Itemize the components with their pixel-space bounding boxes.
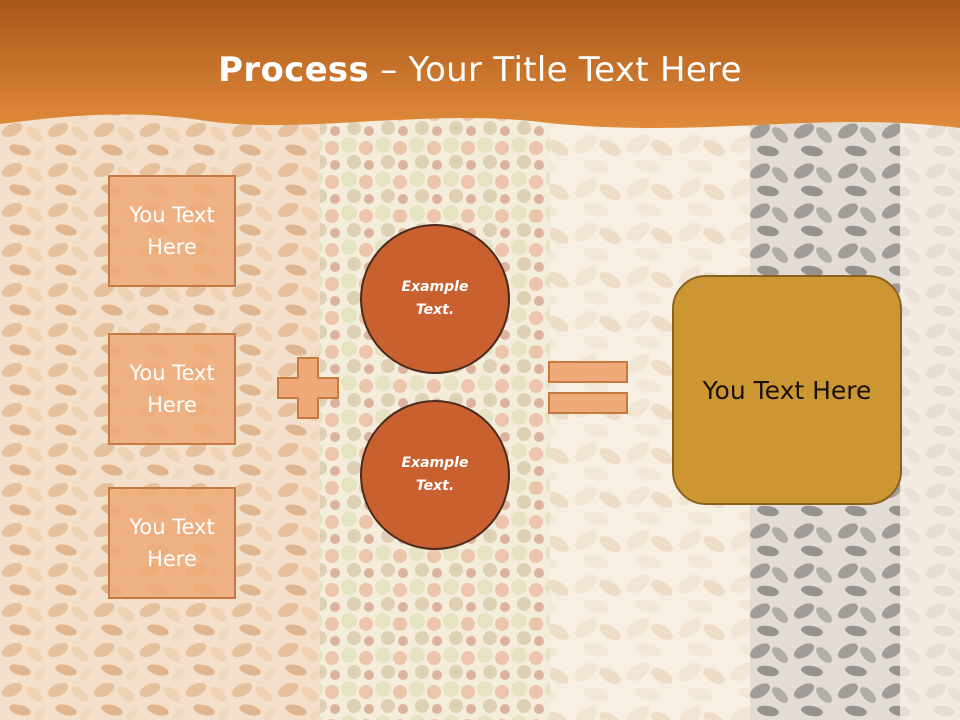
input-box-3[interactable]: You Text Here (108, 487, 236, 599)
title-subtitle: – Your Title Text Here (369, 50, 742, 90)
input-box-label: You Text Here (129, 203, 215, 259)
result-box-label: You Text Here (702, 375, 872, 405)
example-circle-2[interactable]: Example Text. (360, 400, 510, 550)
input-box-2[interactable]: You Text Here (108, 333, 236, 445)
input-box-label: You Text Here (129, 361, 215, 417)
slide-title: Process – Your Title Text Here (0, 50, 960, 90)
result-box[interactable]: You Text Here (672, 275, 902, 505)
circle-label: Example Text. (401, 279, 469, 318)
equals-sign-icon (548, 361, 628, 414)
input-box-1[interactable]: You Text Here (108, 175, 236, 287)
title-bold: Process (218, 50, 370, 90)
example-circle-1[interactable]: Example Text. (360, 224, 510, 374)
circle-label: Example Text. (401, 455, 469, 494)
plus-sign-icon (277, 357, 339, 419)
input-box-label: You Text Here (129, 515, 215, 571)
